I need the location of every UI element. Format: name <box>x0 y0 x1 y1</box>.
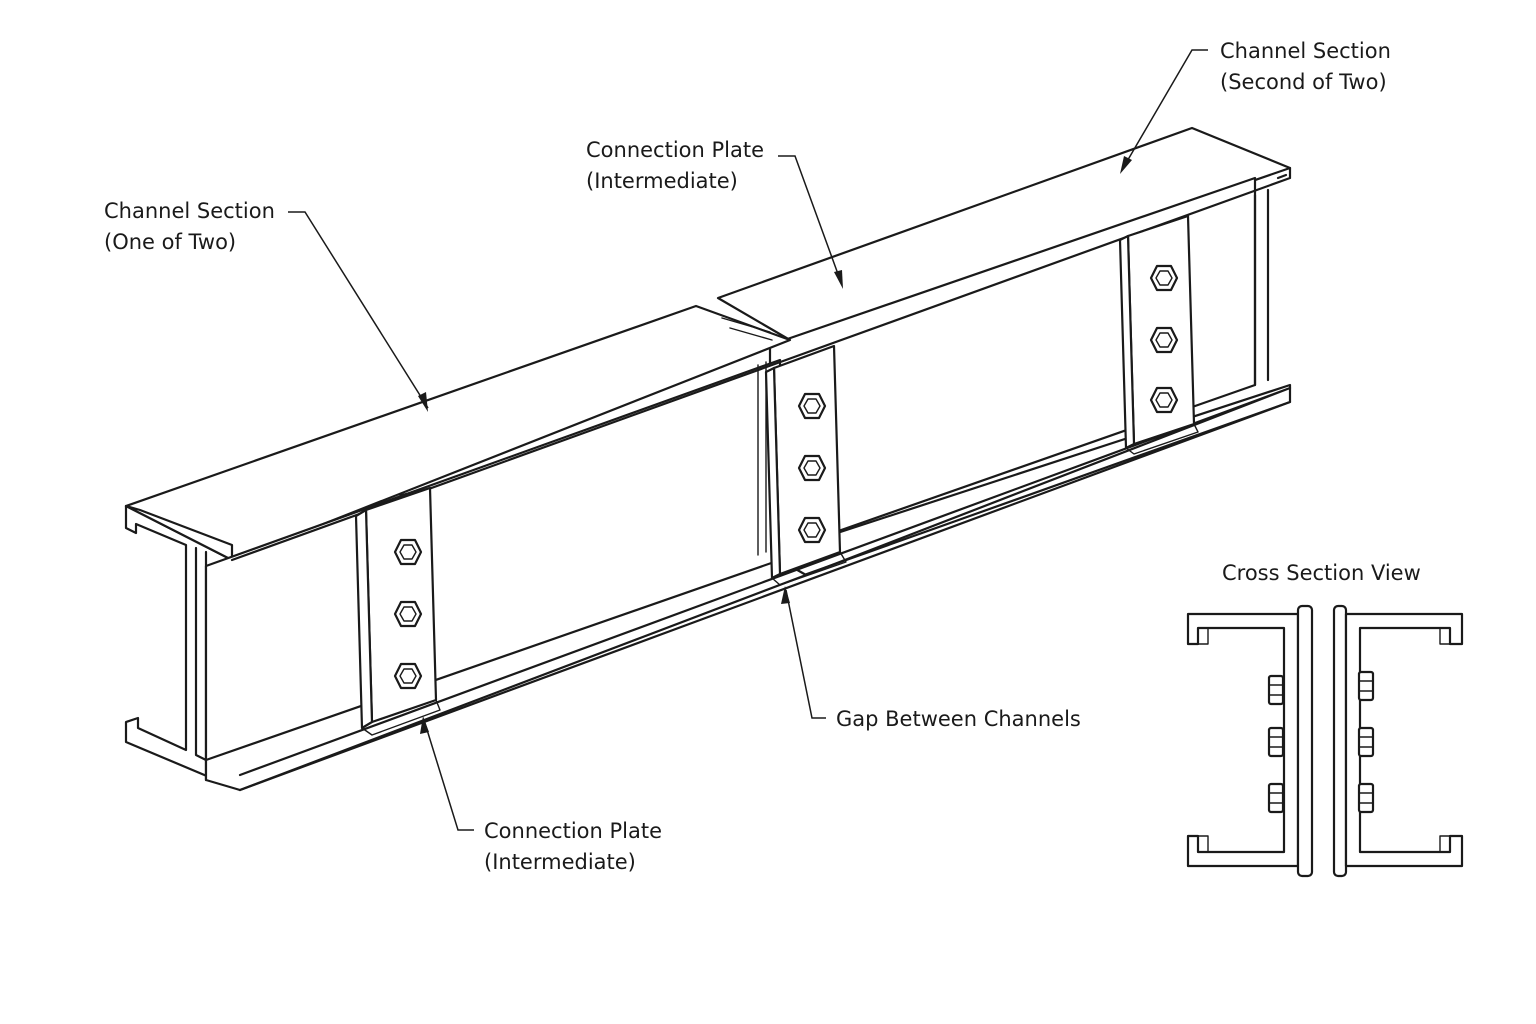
connection-plate-middle <box>764 344 847 586</box>
label-gap: Gap Between Channels <box>836 707 1081 731</box>
right-end-profile <box>1253 173 1288 387</box>
label-channel-two-line2: (Second of Two) <box>1220 70 1387 94</box>
right-plate-section <box>1332 604 1348 878</box>
callout-labels: Channel Section (One of Two) Connection … <box>104 39 1391 874</box>
bolt-icon <box>1357 782 1375 814</box>
cross-section-title: Cross Section View <box>1222 561 1421 585</box>
front-web-inner <box>194 546 208 762</box>
bolt-icon <box>797 516 827 544</box>
beam-isometric-view <box>124 126 1292 792</box>
bolt-icon <box>1149 326 1179 354</box>
leaders <box>288 49 1208 831</box>
bolt-icon <box>1149 264 1179 292</box>
bolt-icon <box>393 600 423 628</box>
label-plate-bottom-line1: Connection Plate <box>484 819 662 843</box>
cross-section-view: Cross Section View <box>1186 561 1464 878</box>
left-plate-section <box>1296 604 1314 878</box>
bolt-icon <box>797 454 827 482</box>
label-channel-two-line1: Channel Section <box>1220 39 1391 63</box>
connection-plate-right <box>1118 214 1199 455</box>
bolt-icon <box>1149 386 1179 414</box>
label-plate-bottom-line2: (Intermediate) <box>484 850 636 874</box>
bolt-icon <box>1357 726 1375 758</box>
label-channel-one-line1: Channel Section <box>104 199 275 223</box>
label-plate-top-line2: (Intermediate) <box>586 169 738 193</box>
front-channel-end <box>124 504 242 792</box>
bolt-icon <box>1267 782 1285 814</box>
right-channel-section <box>1344 612 1464 868</box>
bolt-icon <box>1357 670 1375 702</box>
label-channel-one-line2: (One of Two) <box>104 230 236 254</box>
gap-slot <box>721 317 773 556</box>
bolt-icon <box>393 662 423 690</box>
front-top-flange-lip <box>124 504 234 562</box>
bolt-icon <box>1267 674 1285 706</box>
label-plate-top-line1: Connection Plate <box>586 138 764 162</box>
bolt-icon <box>393 538 423 566</box>
bolt-icon <box>797 392 827 420</box>
connection-plate-left <box>354 486 441 736</box>
bottom-chord <box>238 386 1292 792</box>
bolt-icon <box>1267 726 1285 758</box>
